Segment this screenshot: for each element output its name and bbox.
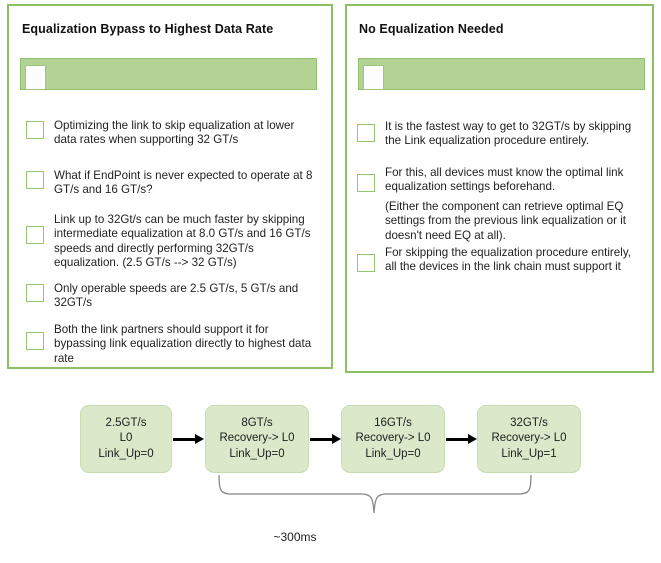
checkbox-icon[interactable] [26,226,44,244]
link-training-flow-diagram: 2.5GT/s L0 Link_Up=0 8GT/s Recovery-> L0… [0,380,661,563]
flow-box: 2.5GT/s L0 Link_Up=0 [80,405,172,473]
panel-equalization-bypass: Equalization Bypass to Highest Data Rate… [7,4,333,369]
panel-title-left: Equalization Bypass to Highest Data Rate [22,22,274,36]
checkbox-icon[interactable] [26,171,44,189]
flow-box-linkup: Link_Up=1 [501,447,557,460]
flow-arrow [173,434,204,444]
checkbox-icon[interactable] [357,174,375,192]
flow-box: 16GT/s Recovery-> L0 Link_Up=0 [341,405,445,473]
list-item-label: Only operable speeds are 2.5 GT/s, 5 GT/… [54,282,299,310]
duration-brace [218,474,532,514]
flow-box-rate: 16GT/s [374,416,412,429]
sub-note-text: (Either the component can retrieve optim… [385,200,627,242]
flow-arrow [446,434,477,444]
flow-box-rate: 32GT/s [510,416,548,429]
flow-box-state: Recovery-> L0 [355,432,431,445]
flow-box-state: L0 [119,432,133,445]
list-item-label: For this, all devices must know the opti… [385,166,624,194]
checkbox-icon[interactable] [26,284,44,302]
header-green-bar-left [20,58,317,90]
header-green-bar-right [358,58,645,90]
list-item-label: It is the fastest way to get to 32GT/s b… [385,120,632,148]
list-item-label: Both the link partners should support it… [54,323,312,365]
flow-box-linkup: Link_Up=0 [98,447,154,460]
panel-no-equalization-needed: No Equalization Needed It is the fastest… [345,4,654,373]
header-checkbox-right[interactable] [363,65,384,90]
checkbox-icon[interactable] [357,254,375,272]
panel-title-right: No Equalization Needed [359,22,504,36]
duration-label: ~300ms [273,530,317,544]
checkbox-icon[interactable] [357,124,375,142]
list-item-label: What if EndPoint is never expected to op… [54,169,313,197]
list-item-label: For skipping the equalization procedure … [385,246,631,274]
flow-box-linkup: Link_Up=0 [229,447,285,460]
checkbox-icon[interactable] [26,332,44,350]
flow-box-linkup: Link_Up=0 [365,447,421,460]
header-checkbox-left[interactable] [25,65,46,90]
flow-box-rate: 2.5GT/s [105,416,147,429]
list-item-label: Optimizing the link to skip equalization… [54,119,295,147]
flow-box-state: Recovery-> L0 [219,432,295,445]
flow-arrow [310,434,341,444]
flow-box: 8GT/s Recovery-> L0 Link_Up=0 [205,405,309,473]
list-item-label: Link up to 32Gt/s can be much faster by … [54,213,311,270]
flow-box-state: Recovery-> L0 [491,432,567,445]
checkbox-icon[interactable] [26,121,44,139]
flow-box-rate: 8GT/s [241,416,273,429]
flow-box: 32GT/s Recovery-> L0 Link_Up=1 [477,405,581,473]
